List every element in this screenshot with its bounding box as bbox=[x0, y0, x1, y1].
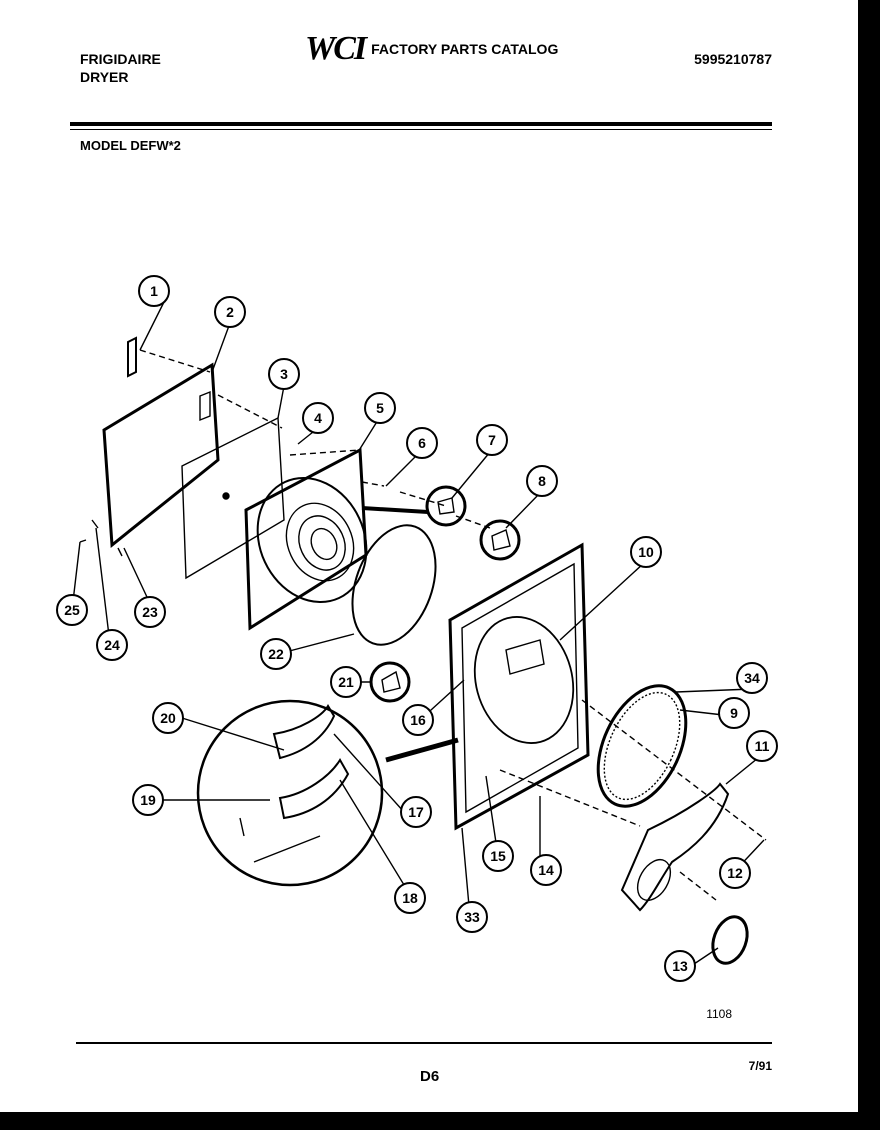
svg-text:14: 14 bbox=[538, 862, 554, 878]
parts-linework bbox=[71, 301, 767, 965]
callout-16: 16 bbox=[402, 704, 434, 736]
svg-text:12: 12 bbox=[727, 865, 743, 881]
svg-text:7: 7 bbox=[488, 432, 496, 448]
svg-text:17: 17 bbox=[408, 804, 424, 820]
callout-18: 18 bbox=[394, 882, 426, 914]
callout-10: 10 bbox=[630, 536, 662, 568]
callout-25: 25 bbox=[56, 594, 88, 626]
svg-text:18: 18 bbox=[402, 890, 418, 906]
brand-name: FRIGIDAIRE bbox=[80, 51, 161, 67]
svg-text:24: 24 bbox=[104, 637, 120, 653]
svg-text:19: 19 bbox=[140, 792, 156, 808]
svg-text:25: 25 bbox=[64, 602, 80, 618]
callout-12: 12 bbox=[719, 857, 751, 889]
svg-text:10: 10 bbox=[638, 544, 654, 560]
callout-22: 22 bbox=[260, 638, 292, 670]
svg-text:22: 22 bbox=[268, 646, 284, 662]
date: 7/91 bbox=[748, 1059, 772, 1073]
callouts: 1 2 3 4 5 6 7 8 10 34 9 11 12 13 14 15 3… bbox=[56, 275, 778, 982]
svg-text:9: 9 bbox=[730, 705, 738, 721]
header-rule bbox=[70, 122, 772, 126]
callout-17: 17 bbox=[400, 796, 432, 828]
exploded-parts-diagram: 1 2 3 4 5 6 7 8 10 34 9 11 12 13 14 15 3… bbox=[56, 275, 778, 982]
svg-text:34: 34 bbox=[744, 670, 760, 686]
callout-15: 15 bbox=[482, 840, 514, 872]
callout-21: 21 bbox=[330, 666, 362, 698]
svg-text:11: 11 bbox=[755, 738, 770, 754]
callout-13: 13 bbox=[664, 950, 696, 982]
svg-text:3: 3 bbox=[280, 366, 288, 382]
callout-11: 11 bbox=[746, 730, 778, 762]
model-number: MODEL DEFW*2 bbox=[80, 138, 181, 153]
callout-19: 19 bbox=[132, 784, 164, 816]
callout-3: 3 bbox=[268, 358, 300, 390]
callout-9: 9 bbox=[718, 697, 750, 729]
scan-edge bbox=[858, 0, 880, 1130]
svg-text:13: 13 bbox=[672, 958, 688, 974]
svg-text:15: 15 bbox=[490, 848, 506, 864]
callout-23: 23 bbox=[134, 596, 166, 628]
svg-text:16: 16 bbox=[410, 712, 426, 728]
footer-rule bbox=[76, 1042, 772, 1044]
catalog-number: 5995210787 bbox=[694, 51, 772, 67]
page-id: D6 bbox=[420, 1068, 440, 1085]
svg-text:20: 20 bbox=[160, 710, 176, 726]
svg-text:21: 21 bbox=[338, 674, 354, 690]
svg-text:23: 23 bbox=[142, 604, 158, 620]
svg-text:33: 33 bbox=[464, 909, 480, 925]
svg-text:1: 1 bbox=[150, 283, 158, 299]
catalog-title: FACTORY PARTS CATALOG bbox=[371, 41, 559, 57]
callout-8: 8 bbox=[526, 465, 558, 497]
callout-14: 14 bbox=[530, 854, 562, 886]
svg-text:5: 5 bbox=[376, 400, 384, 416]
svg-text:2: 2 bbox=[226, 304, 234, 320]
svg-text:6: 6 bbox=[418, 435, 426, 451]
svg-text:4: 4 bbox=[314, 410, 322, 426]
callout-2: 2 bbox=[214, 296, 246, 328]
callout-4: 4 bbox=[302, 402, 334, 434]
callout-24: 24 bbox=[96, 629, 128, 661]
product-type: DRYER bbox=[80, 69, 129, 85]
callout-33: 33 bbox=[456, 901, 488, 933]
parts-catalog-page: FRIGIDAIRE DRYER WCI FACTORY PARTS CATAL… bbox=[0, 0, 858, 1112]
callout-1: 1 bbox=[138, 275, 170, 307]
brand-block: FRIGIDAIRE DRYER bbox=[80, 50, 161, 86]
callout-34: 34 bbox=[736, 662, 768, 694]
callout-6: 6 bbox=[406, 427, 438, 459]
callout-7: 7 bbox=[476, 424, 508, 456]
callout-5: 5 bbox=[364, 392, 396, 424]
callout-20: 20 bbox=[152, 702, 184, 734]
figure-number: 1108 bbox=[706, 1007, 732, 1021]
svg-text:8: 8 bbox=[538, 473, 546, 489]
header-rule-thin bbox=[70, 129, 772, 130]
